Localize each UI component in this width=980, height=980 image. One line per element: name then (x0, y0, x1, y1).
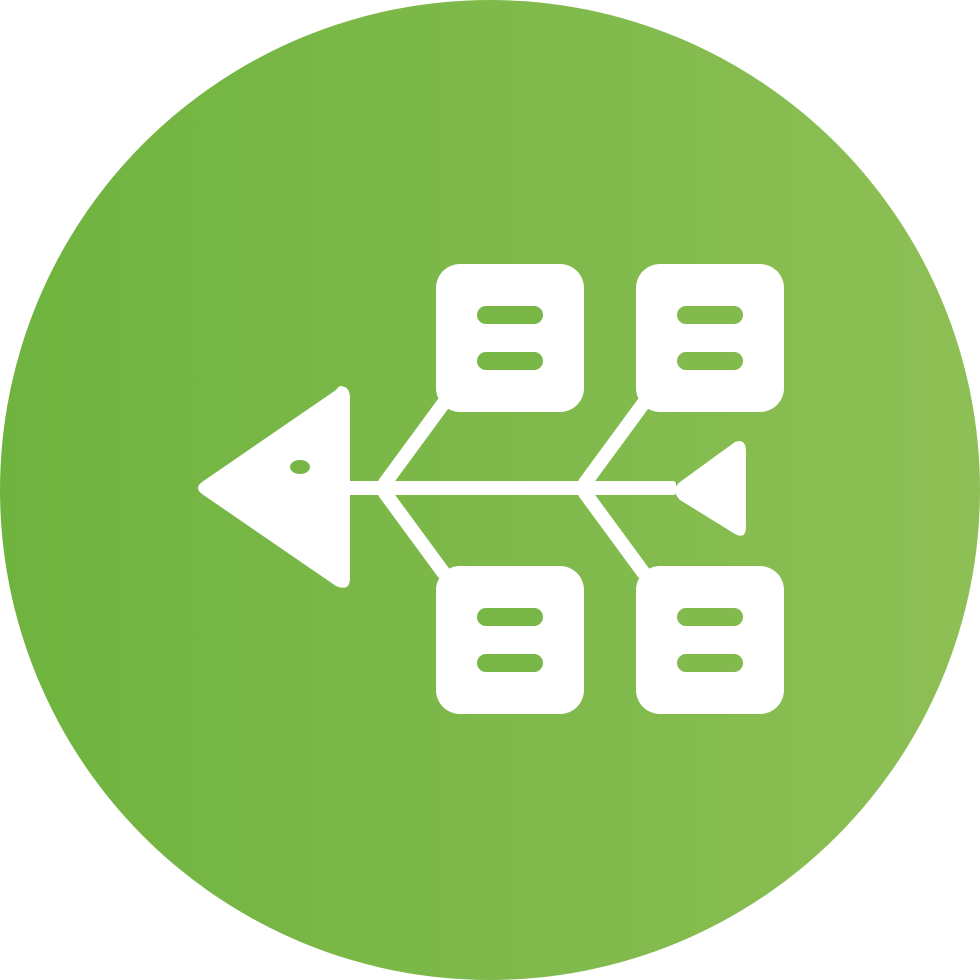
bone-upper-left (378, 397, 450, 490)
fish-spine (346, 481, 676, 495)
fish-bones (378, 397, 650, 579)
cause-box-bottom-right (636, 566, 784, 714)
glyph (198, 264, 784, 714)
fish-head-shape (198, 386, 350, 588)
fish-eye (290, 460, 310, 474)
cause-box-bottom-left (436, 566, 584, 714)
bone-lower-right (578, 486, 650, 579)
bone-upper-right (578, 397, 650, 490)
bone-lower-left (378, 486, 450, 579)
cause-box-top-left (436, 264, 584, 412)
fish-tail-shape (675, 441, 746, 536)
cause-box-top-right (636, 264, 784, 412)
